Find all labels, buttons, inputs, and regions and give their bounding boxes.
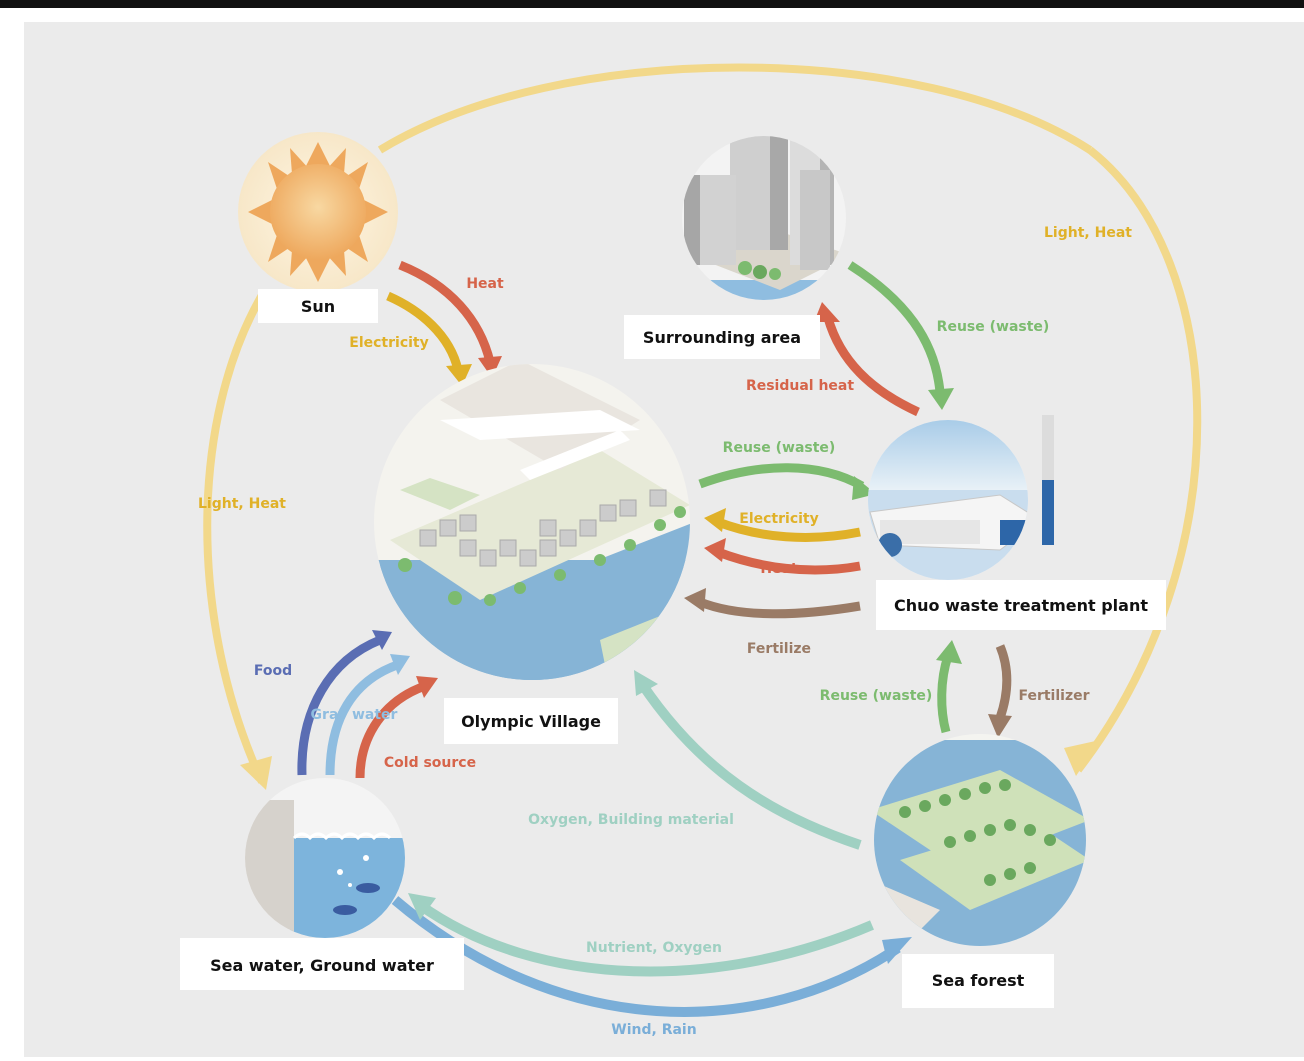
plant-node [868,415,1054,580]
light-heat-arc-right [1074,146,1202,773]
reuse-surrounding-arrowhead [928,388,954,410]
fertilize-arrow [698,597,861,619]
light-heat-right-label: Light, Heat [1044,225,1132,241]
sun-label-box: Sun [258,289,378,323]
reuse-surrounding-label: Reuse (waste) [937,319,1050,335]
heat-plant-arrow [716,547,861,575]
cold-source-arrow [355,681,427,779]
fertilizer-label: Fertilizer [1018,688,1089,704]
heat-sun-label: Heat [466,276,504,292]
electricity-plant-arrow [716,517,861,542]
gray-water-label: Gray water [311,707,398,723]
oxygen-building-arrowhead [634,670,658,696]
electricity-sun-arrowhead [446,364,472,386]
reuse-surrounding-arrow [847,261,945,393]
light-heat-arrowhead-right [1064,740,1100,776]
gray-water-arrowhead [390,654,410,675]
food-arrow [297,635,382,776]
residual-heat-arrow [823,316,920,417]
sea-forest-label: Sea forest [932,971,1025,990]
sea-forest-label-box: Sea forest [902,954,1054,1008]
village-label-box: Olympic Village [444,698,618,744]
light-heat-arc-left [203,293,266,784]
sea-water-label-box: Sea water, Ground water [180,938,464,990]
reuse-forest-arrowhead [936,640,962,664]
sun-label: Sun [301,297,335,316]
sun-icon [248,142,388,282]
sun-node [238,132,398,292]
reuse-village-label: Reuse (waste) [723,440,836,456]
fertilizer-arrow [995,644,1012,720]
surrounding-label: Surrounding area [643,328,801,347]
surrounding-label-box: Surrounding area [624,315,820,359]
light-heat-left-label: Light, Heat [198,496,286,512]
residual-heat-label: Residual heat [746,378,854,394]
cold-source-arrowhead [416,676,438,698]
wind-rain-label: Wind, Rain [611,1022,696,1038]
gray-water-arrow [325,659,402,776]
electricity-sun-label: Electricity [349,335,428,351]
village-label: Olympic Village [461,712,601,731]
reuse-forest-arrow [937,654,953,734]
nutrient-oxygen-arrowhead [408,893,436,920]
food-arrowhead [372,630,392,650]
wind-rain-arrowhead [882,937,912,964]
heat-plant-arrowhead [704,538,726,562]
electricity-plant-label: Electricity [739,511,818,527]
plant-label: Chuo waste treatment plant [894,596,1148,615]
light-heat-arrowhead-left [240,756,272,790]
residual-heat-arrowhead [814,302,840,322]
surrounding-node [682,136,846,300]
cold-source-label: Cold source [384,755,476,771]
plant-label-box: Chuo waste treatment plant [876,580,1166,630]
fertilize-arrowhead [684,588,706,612]
light-heat-arc-top [377,63,1093,154]
waste-plant-illustration [868,420,1028,580]
fertilize-label: Fertilize [747,641,811,657]
heat-sun-arrowhead [478,356,502,378]
top-bar [0,0,1304,8]
fish-icon [333,905,357,915]
fish-icon [356,883,380,893]
heat-sun-arrow [398,260,495,364]
fertilizer-arrowhead [988,714,1012,738]
heat-plant-label: Heat [760,561,798,577]
electricity-plant-arrowhead [704,508,726,532]
oxygen-building-arrow [637,681,862,850]
wind-rain-arrow [391,896,901,1017]
reuse-forest-label: Reuse (waste) [820,688,933,704]
oxygen-building-label: Oxygen, Building material [528,812,734,828]
sea-water-label: Sea water, Ground water [210,956,434,975]
reuse-village-arrow [698,463,865,490]
electricity-sun-arrow [386,291,463,372]
food-label: Food [254,663,292,679]
nutrient-oxygen-arrow [417,900,874,977]
nutrient-oxygen-label: Nutrient, Oxygen [586,940,722,956]
